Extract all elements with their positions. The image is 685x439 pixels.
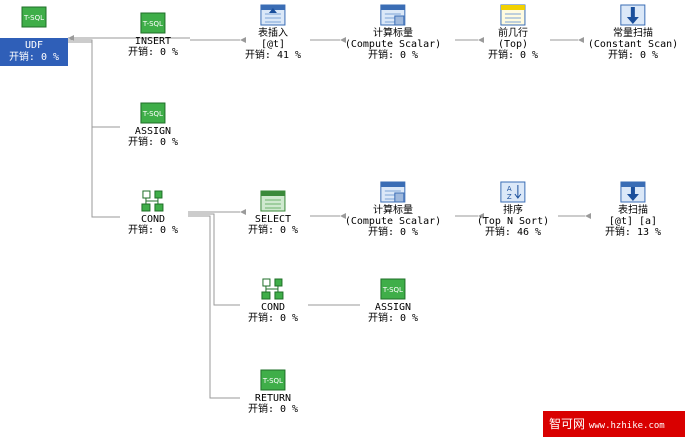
node-cost: 开销: 0 % [607,50,659,61]
node-name: ASSIGN [374,302,412,313]
watermark-brand: 智可网 [549,417,586,431]
constant-scan-icon [620,4,646,26]
node-name: 排序 [503,205,523,216]
node-name: UDF [24,40,44,51]
cond-icon [141,190,164,212]
compute-scalar-icon [380,4,406,26]
node-cost: 开销: 0 % [487,50,539,61]
select-icon [260,190,286,212]
node-cost: 开销: 0 % [247,404,299,415]
select-node[interactable]: SELECT 开销: 0 % [248,190,298,236]
svg-text:A: A [507,185,512,193]
tsql-icon: T-SQL [140,102,166,124]
node-sub: (Top) [497,39,529,50]
watermark: 智可网 www.hzhike.com [543,411,685,437]
node-name: RETURN [254,393,292,404]
constant-scan-node[interactable]: 常量扫描 (Constant Scan) 开销: 0 % [588,4,678,61]
return-node[interactable]: T-SQL RETURN 开销: 0 % [248,369,298,415]
node-name: COND [140,214,166,225]
compute-scalar-node[interactable]: 计算标量 (Compute Scalar) 开销: 0 % [345,181,441,238]
node-name: COND [260,302,286,313]
sort-icon: A Z [500,181,526,203]
node-name: 常量扫描 [613,28,653,39]
svg-text:T-SQL: T-SQL [142,110,163,118]
node-cost: 开销: 0 % [247,313,299,324]
node-name: SELECT [254,214,292,225]
node-name: ASSIGN [134,126,172,137]
tsql-icon: T-SQL [380,278,406,300]
top-node[interactable]: 前几行 (Top) 开销: 0 % [488,4,538,61]
node-sub: [@t] [a] [608,216,658,227]
node-sub: (Compute Scalar) [344,216,442,227]
node-cost: 开销: 0 % [247,225,299,236]
compute-scalar-node[interactable]: 计算标量 (Compute Scalar) 开销: 0 % [345,4,441,61]
assign-node[interactable]: T-SQL ASSIGN 开销: 0 % [128,102,178,148]
node-sub: (Compute Scalar) [344,39,442,50]
compute-scalar-icon [380,181,406,203]
node-sub: (Top N Sort) [476,216,550,227]
node-name: INSERT [134,36,172,47]
node-name: 计算标量 [372,28,413,39]
tsql-icon: T-SQL [140,12,166,34]
node-cost: 开销: 0 % [367,313,419,324]
assign-node[interactable]: T-SQL ASSIGN 开销: 0 % [368,278,418,324]
node-cost: 开销: 41 % [244,50,302,61]
svg-text:T-SQL: T-SQL [142,20,163,28]
node-sub: [@t] [260,39,286,50]
table-scan-node[interactable]: 表扫描 [@t] [a] 开销: 13 % [605,181,661,238]
sort-node[interactable]: A Z 排序 (Top N Sort) 开销: 46 % [477,181,549,238]
insert-node[interactable]: T-SQL INSERT 开销: 0 % [128,12,178,58]
node-cost: 开销: 0 % [127,47,179,58]
node-cost: 开销: 0 % [127,225,179,236]
node-cost: 开销: 46 % [484,227,542,238]
top-icon [500,4,526,26]
cond-node[interactable]: COND 开销: 0 % [128,190,178,236]
cond-icon [261,278,284,300]
node-cost: 开销: 0 % [367,227,419,238]
table-insert-icon [260,4,286,26]
tsql-icon: T-SQL [260,369,286,391]
node-cost: 开销: 0 % [8,52,60,63]
watermark-url: www.hzhike.com [588,421,665,431]
node-name: 表插入 [258,28,288,39]
node-name: 表扫描 [618,205,648,216]
svg-text:Z: Z [507,193,512,201]
node-sub: (Constant Scan) [587,39,679,50]
tsql-icon: T-SQL [21,6,47,28]
node-cost: 开销: 0 % [367,50,419,61]
node-cost: 开销: 13 % [604,227,662,238]
node-name: 前几行 [497,28,528,39]
svg-text:T-SQL: T-SQL [382,286,403,294]
cond-node[interactable]: COND 开销: 0 % [248,278,298,324]
table-insert-node[interactable]: 表插入 [@t] 开销: 41 % [245,4,301,61]
table-scan-icon [620,181,646,203]
node-cost: 开销: 0 % [127,137,179,148]
node-name: 计算标量 [372,205,413,216]
svg-text:T-SQL: T-SQL [23,14,44,22]
svg-text:T-SQL: T-SQL [262,377,283,385]
